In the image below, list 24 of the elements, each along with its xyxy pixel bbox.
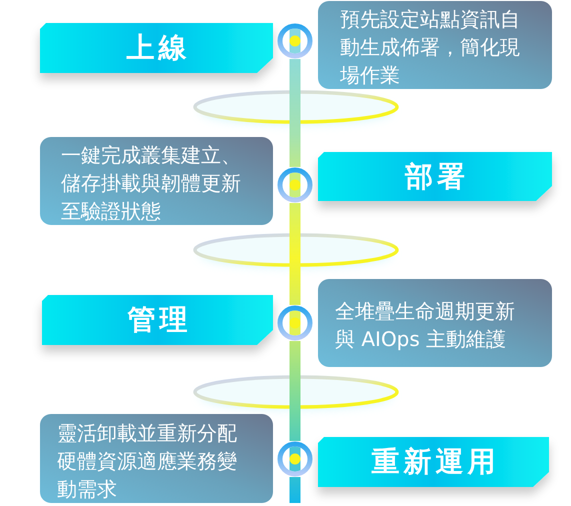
description-text: 預先設定站點資訊自動生成佈署，簡化現場作業 — [340, 6, 521, 89]
stage-title: 上線 — [126, 31, 190, 65]
timeline-line — [290, 477, 300, 503]
timeline-line — [290, 59, 300, 167]
info-card — [40, 414, 273, 503]
description-text: 一鍵完成叢集建立、儲存掛載與韌體更新至驗證狀態 — [61, 142, 242, 225]
timeline-line — [290, 341, 300, 441]
stage-banner — [318, 437, 549, 487]
info-card — [318, 279, 552, 367]
stage-title: 管理 — [126, 303, 192, 337]
stage-banner — [318, 152, 552, 201]
ring-dot-icon — [277, 305, 313, 341]
stage-banner — [40, 23, 273, 73]
ring-dot-icon — [277, 167, 313, 203]
timeline-line — [290, 203, 300, 305]
info-card — [318, 1, 552, 89]
stage-banner — [42, 295, 273, 345]
stage-title: 重新運用 — [370, 445, 500, 479]
description-text: 靈活卸載並重新分配硬體資源適應業務變動需求 — [57, 420, 238, 502]
info-card — [40, 137, 273, 225]
stage-title: 部署 — [404, 160, 469, 194]
ring-dot-icon — [277, 441, 313, 477]
ring-dot-icon — [277, 23, 313, 59]
description-text: 全堆疊生命週期更新與 AIOps 主動維護 — [335, 298, 516, 353]
